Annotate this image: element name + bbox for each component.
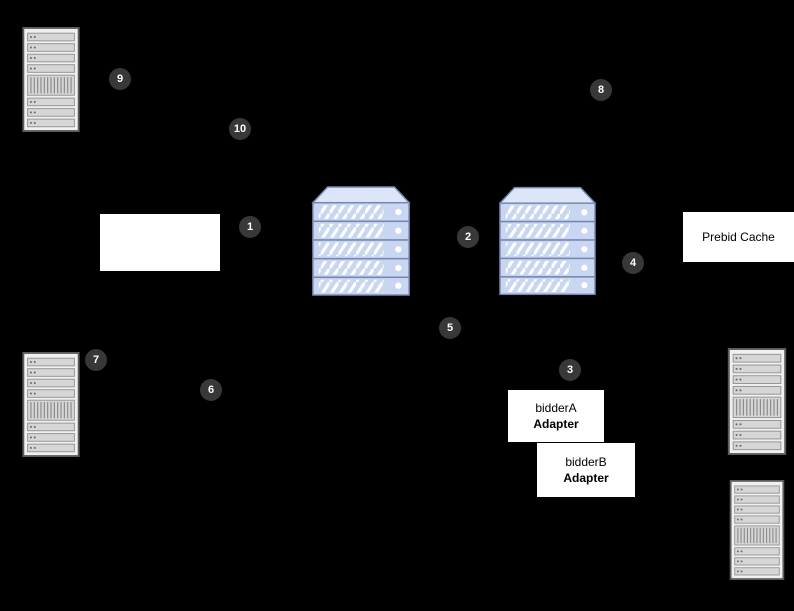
step-badge-5: 5 <box>439 317 461 339</box>
step-badge-2: 2 <box>457 226 479 248</box>
bidder-b-box: bidderB Adapter <box>537 443 635 497</box>
step-badge-1: 1 <box>239 216 261 238</box>
bidder-b-type: Adapter <box>563 471 609 485</box>
step-badge-10: 10 <box>229 118 251 140</box>
server-stack-icon-right <box>499 186 596 296</box>
prebid-cache-box: Prebid Cache <box>683 212 794 262</box>
server-stack-icon-left <box>311 186 411 296</box>
step-badge-6: 6 <box>200 379 222 401</box>
blank-box <box>100 214 220 271</box>
bidder-a-name: bidderA <box>535 400 577 415</box>
bidder-a-type: Adapter <box>533 417 579 431</box>
prebid-cache-label: Prebid Cache <box>702 230 775 244</box>
step-badge-9: 9 <box>109 68 131 90</box>
server-rack-icon-right <box>726 348 788 455</box>
step-badge-7: 7 <box>85 349 107 371</box>
step-badge-3: 3 <box>559 359 581 381</box>
bidder-b-name: bidderB <box>565 454 607 469</box>
server-rack-icon-top-left <box>22 27 80 132</box>
server-rack-icon-bottom-right <box>726 480 788 580</box>
server-rack-icon-mid-left <box>22 352 80 457</box>
step-badge-4: 4 <box>622 252 644 274</box>
bidder-a-box: bidderA Adapter <box>508 390 604 442</box>
step-badge-8: 8 <box>590 79 612 101</box>
